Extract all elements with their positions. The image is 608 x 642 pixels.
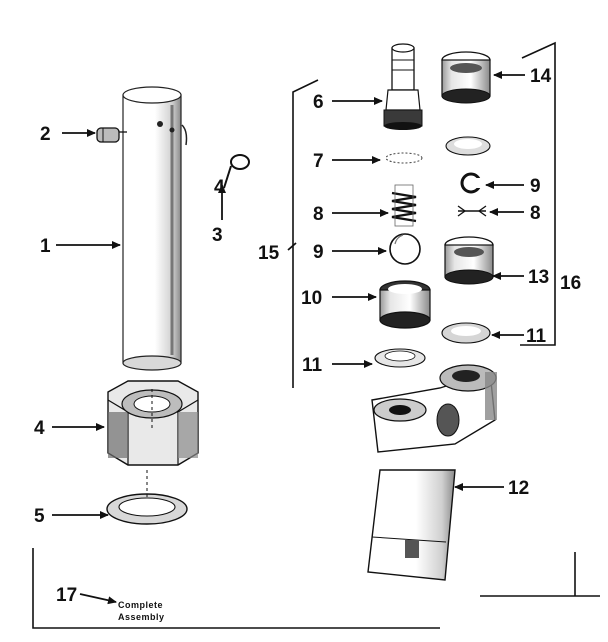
- part-14-ring: [445, 136, 491, 156]
- callout-17: 17: [56, 585, 77, 606]
- part-4-hex-nut: [107, 380, 199, 466]
- callout-12: 12: [508, 478, 529, 499]
- bracket-15: [292, 79, 319, 388]
- part-6-fitting: [383, 43, 423, 130]
- part-8-pin: [457, 205, 487, 217]
- part-10-seat: [379, 280, 431, 329]
- callout-8-left: 8: [313, 204, 324, 225]
- part-12-pump-body: [367, 364, 497, 581]
- part-5-washer: [106, 470, 188, 525]
- part-3-clip: [223, 154, 250, 189]
- callout-4: 4: [34, 418, 45, 439]
- part-2-pin: [96, 127, 127, 143]
- callout-6: 6: [313, 92, 324, 113]
- callout-11-right: 11: [526, 326, 547, 347]
- callout-3: 3: [212, 225, 223, 246]
- bracket-16: [520, 41, 556, 346]
- callout-10: 10: [301, 288, 322, 309]
- callout-7: 7: [313, 151, 324, 172]
- part-1-tube: [122, 86, 188, 371]
- callout-5: 5: [34, 506, 45, 527]
- caption-complete: Complete: [118, 600, 163, 610]
- callout-8-right: 8: [530, 203, 541, 224]
- part-8-spring: [391, 184, 417, 227]
- assembly-bracket: [32, 548, 440, 629]
- callout-13: 13: [528, 267, 549, 288]
- callout-14: 14: [530, 66, 552, 87]
- part-9-snap-ring: [460, 172, 482, 194]
- callout-16: 16: [560, 273, 581, 294]
- callout-9-left: 9: [313, 242, 324, 263]
- callout-4-small: 4: [214, 177, 225, 198]
- callout-15: 15: [258, 243, 280, 264]
- callout-1: 1: [40, 236, 51, 257]
- part-13-cup: [444, 236, 494, 285]
- part-9-ball: [389, 233, 421, 265]
- leader-lines: [52, 71, 525, 605]
- part-7-disc: [385, 152, 423, 164]
- callout-2: 2: [40, 124, 51, 145]
- part-14-cup: [441, 51, 491, 104]
- part-11-gasket-right: [441, 322, 491, 344]
- part-11-gasket-left: [374, 348, 426, 368]
- caption-assembly: Assembly: [118, 612, 165, 622]
- callout-9-right: 9: [530, 176, 541, 197]
- callout-11-left: 11: [302, 355, 323, 376]
